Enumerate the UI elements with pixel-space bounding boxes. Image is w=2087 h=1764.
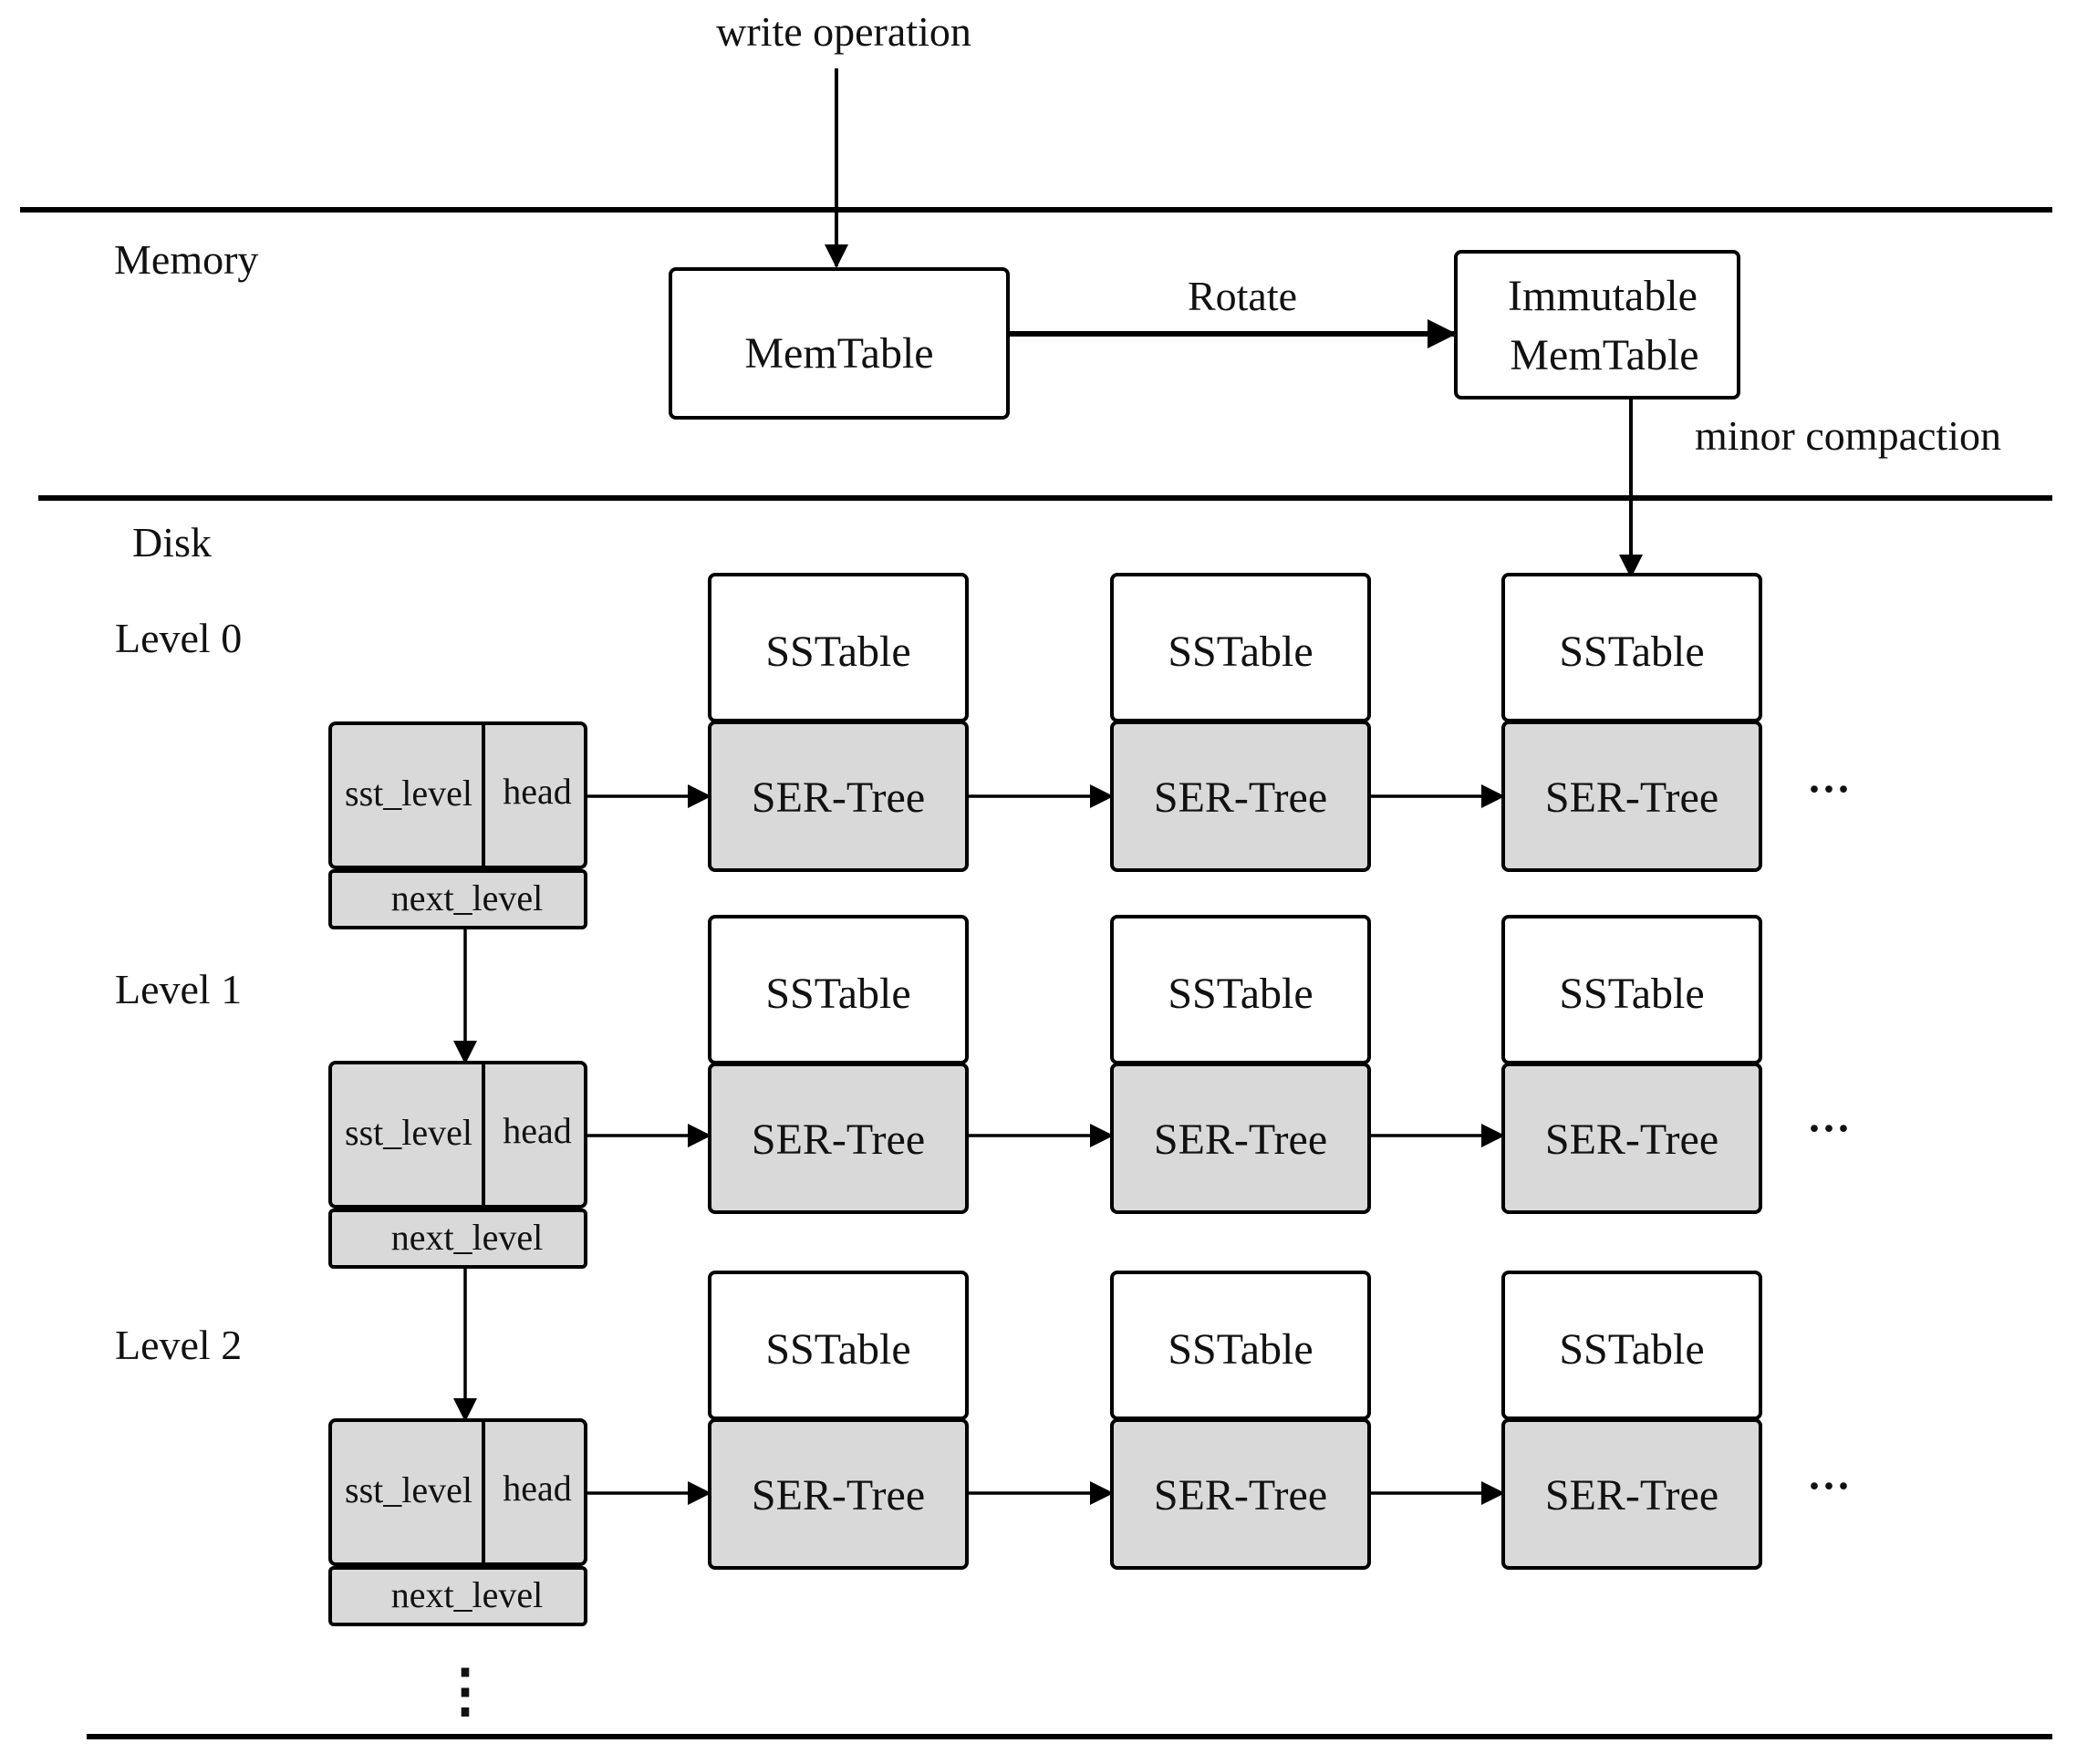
sstable-label: SSTable xyxy=(1168,628,1313,676)
ser-tree-box xyxy=(708,1063,969,1214)
ser-tree-box xyxy=(1501,1418,1762,1570)
level-label: Level 2 xyxy=(115,1322,242,1368)
sstable-label: SSTable xyxy=(1559,970,1704,1018)
head-label: head xyxy=(503,771,572,812)
immutable-memtable-box xyxy=(1454,250,1740,399)
sstable-label: SSTable xyxy=(1559,628,1704,676)
row-ellipsis: ··· xyxy=(1807,1462,1851,1510)
ser-tree-box xyxy=(1501,1063,1762,1214)
next-level-label: next_level xyxy=(391,877,544,918)
ser-tree-label: SER-Tree xyxy=(752,1471,925,1520)
ser-tree-label: SER-Tree xyxy=(752,773,925,822)
ser-tree-label: SER-Tree xyxy=(752,1115,925,1164)
vertical-ellipsis: ⋮ xyxy=(436,1658,494,1723)
ser-tree-label: SER-Tree xyxy=(1545,1471,1718,1520)
ser-tree-label: SER-Tree xyxy=(1154,1115,1327,1164)
ser-tree-label: SER-Tree xyxy=(1154,1471,1327,1520)
ser-tree-label: SER-Tree xyxy=(1545,1115,1718,1164)
sst-level-label: sst_level xyxy=(345,1112,472,1153)
next-level-box xyxy=(328,869,587,929)
level-label: Level 1 xyxy=(115,966,242,1012)
memtable-box xyxy=(669,267,1010,420)
memory-label: Memory xyxy=(114,236,258,283)
sstable-label: SSTable xyxy=(1168,1325,1313,1374)
write-operation-label: write operation xyxy=(716,8,971,55)
ser-tree-box xyxy=(1110,1063,1371,1214)
level-label: Level 0 xyxy=(115,615,242,661)
next-level-label: next_level xyxy=(391,1574,544,1615)
next-level-label: next_level xyxy=(391,1217,544,1258)
sstable-label: SSTable xyxy=(1559,1325,1704,1374)
sst-level-label: sst_level xyxy=(345,1469,472,1510)
ser-tree-box xyxy=(1501,721,1762,872)
head-label: head xyxy=(503,1110,572,1151)
row-ellipsis: ··· xyxy=(1807,765,1851,814)
rotate-label: Rotate xyxy=(1188,273,1297,319)
sst-level-label: sst_level xyxy=(345,773,472,814)
head-label: head xyxy=(503,1468,572,1509)
level-2: Level 2 sst_level head next_level SSTableSER… xyxy=(115,1271,1851,1626)
immutable-label-line1: Immutable xyxy=(1508,272,1698,320)
sstable-label: SSTable xyxy=(1168,970,1313,1018)
memtable-label: MemTable xyxy=(744,329,933,378)
disk-label: Disk xyxy=(132,519,212,566)
sstable-label: SSTable xyxy=(765,628,910,676)
row-ellipsis: ··· xyxy=(1807,1105,1851,1153)
next-level-box xyxy=(328,1209,587,1269)
minor-compaction-label: minor compaction xyxy=(1695,412,2001,459)
next-level-box xyxy=(328,1566,587,1626)
ser-tree-label: SER-Tree xyxy=(1545,773,1718,822)
sstable-label: SSTable xyxy=(765,1325,910,1374)
immutable-label-line2: MemTable xyxy=(1510,331,1698,379)
sstable-label: SSTable xyxy=(765,970,910,1018)
ser-tree-label: SER-Tree xyxy=(1154,773,1327,822)
